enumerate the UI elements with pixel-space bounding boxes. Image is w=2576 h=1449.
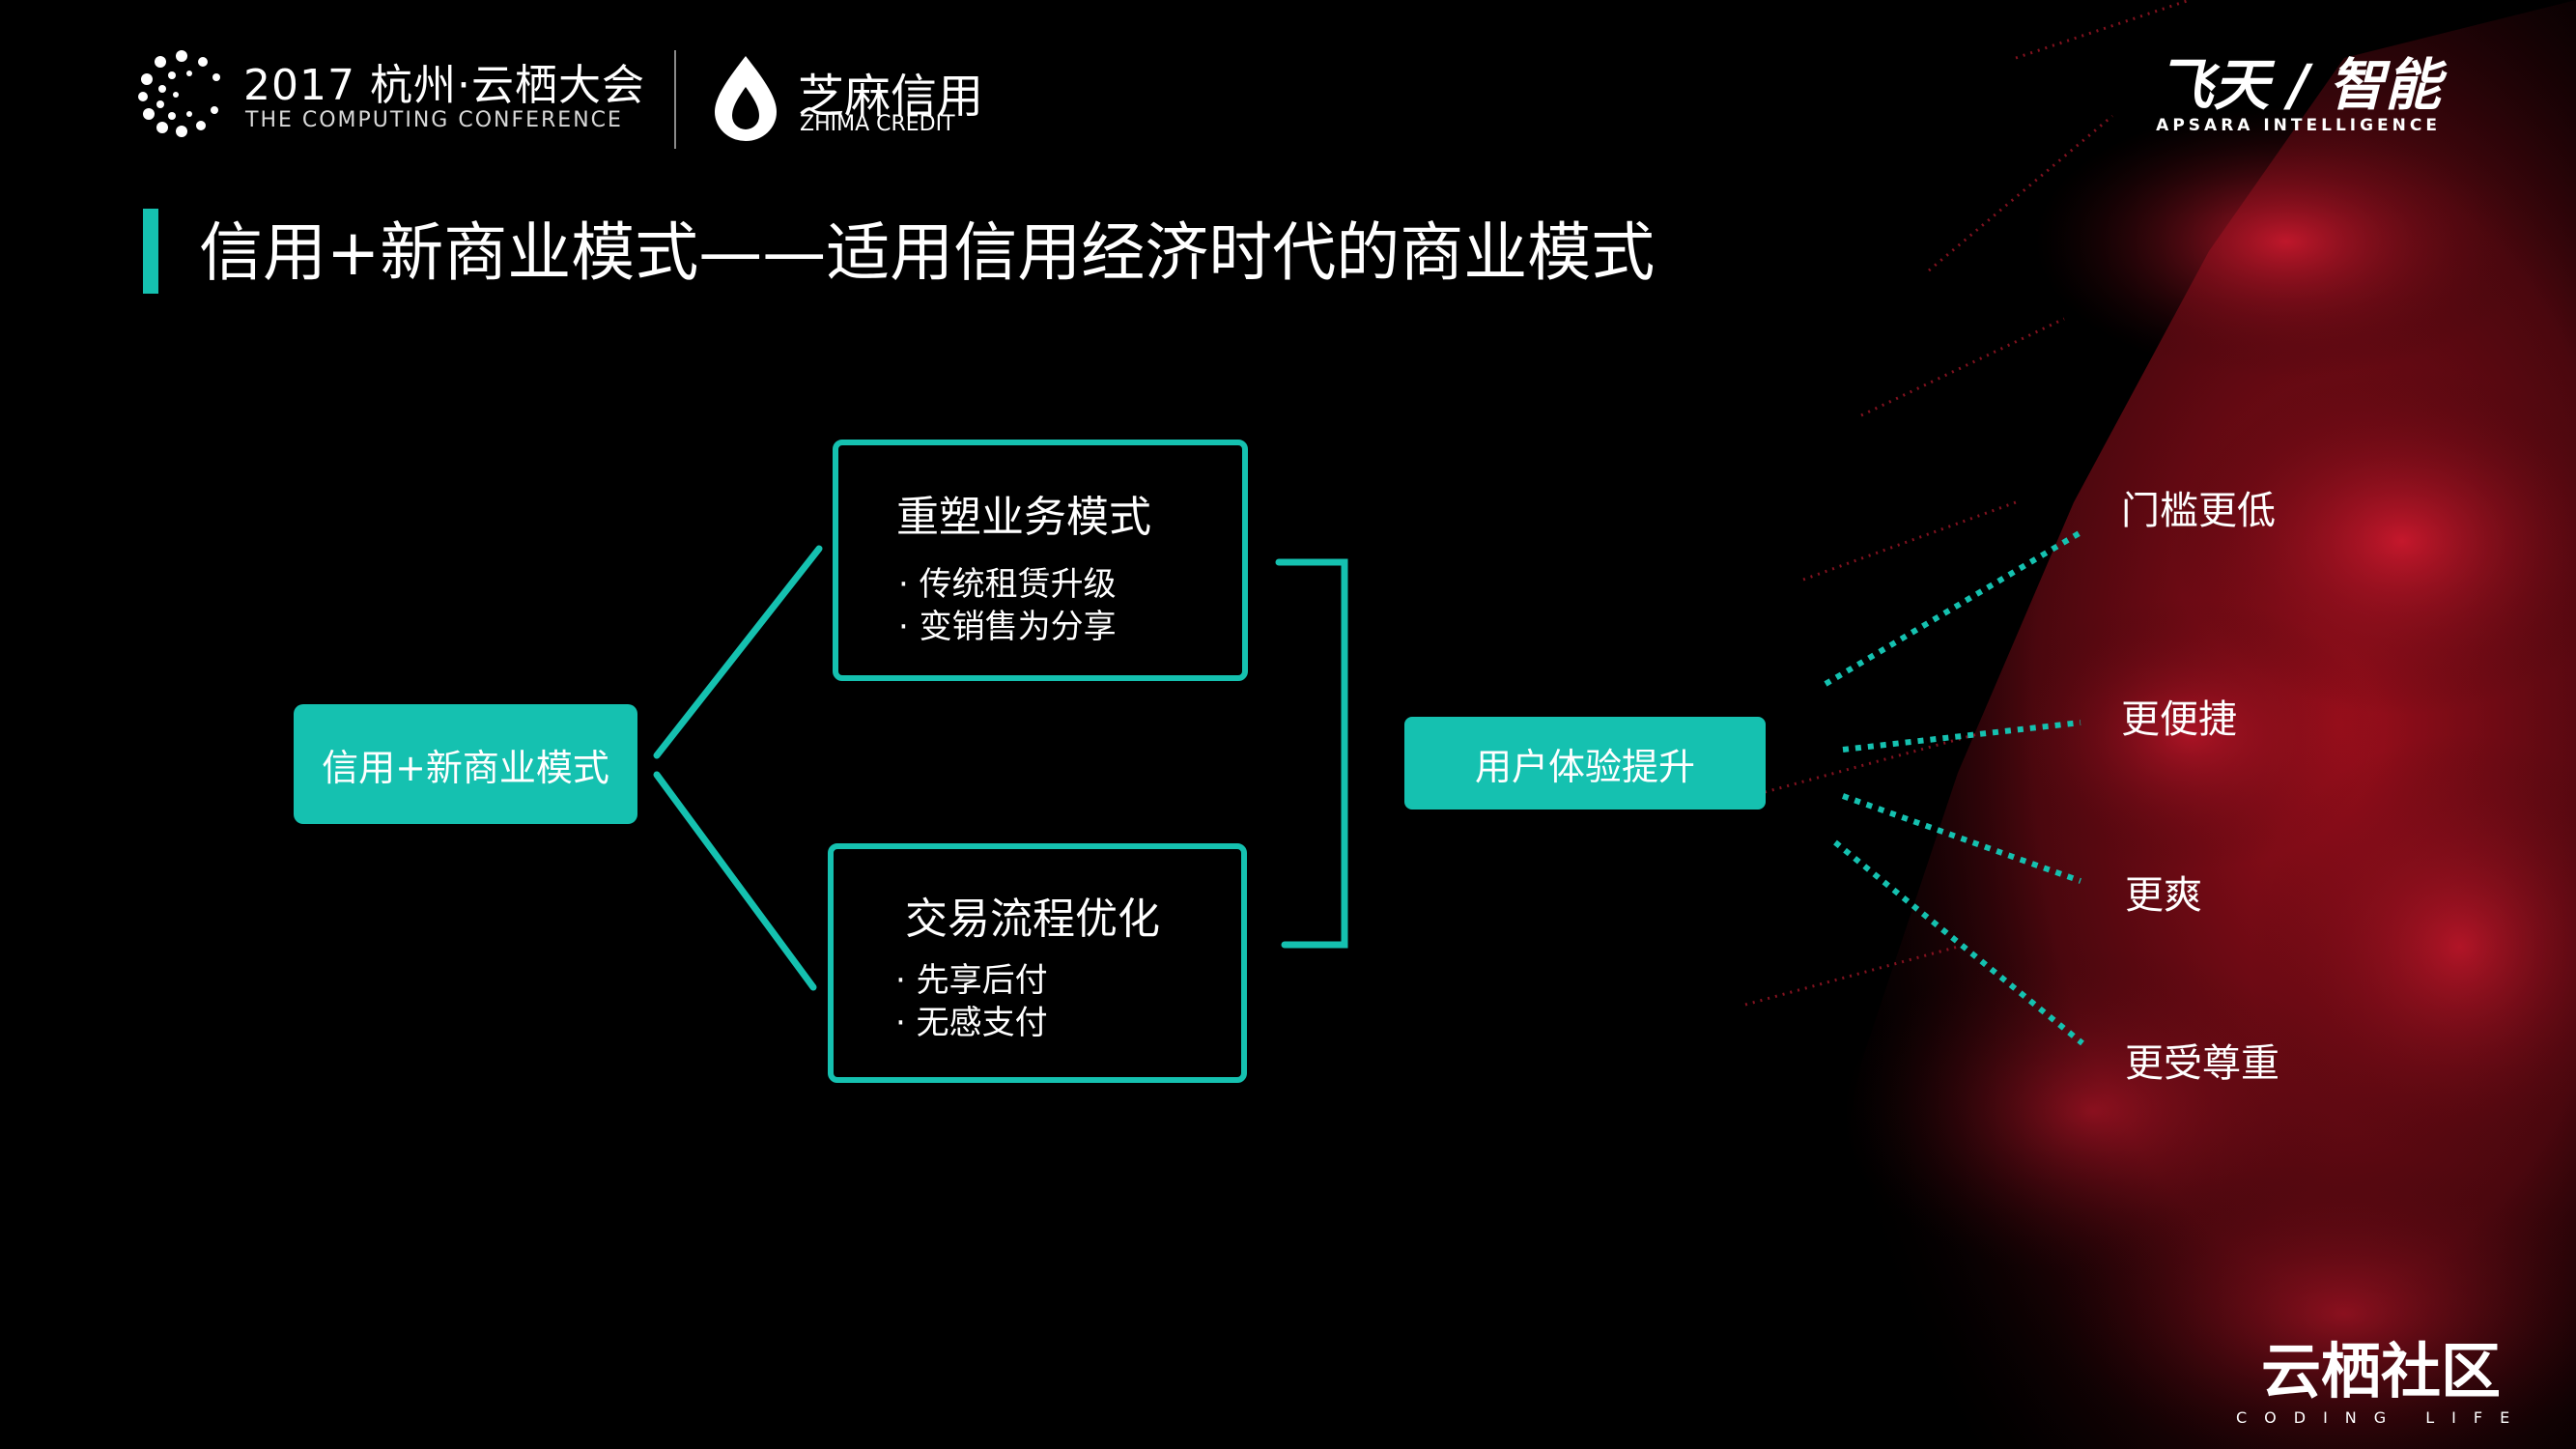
conference-ring-icon: [138, 50, 220, 137]
branch-title: 重塑业务模式: [896, 493, 1151, 542]
root-node: 信用+新商业模式: [294, 704, 637, 824]
dotted-line-benefit-1: [1824, 528, 2084, 687]
page-title: 信用+新商业模式——适用信用经济时代的商业模式: [199, 215, 1656, 290]
conference-logo: 2017 杭州·云栖大会 THE COMPUTING CONFERENCE: [135, 46, 676, 143]
title-accent-bar: [143, 209, 158, 294]
benefit-label: 更爽: [2125, 873, 2202, 918]
dotted-line-benefit-3: [1841, 793, 2082, 884]
yunqi-subtitle: CODING LIFE: [2236, 1408, 2528, 1427]
branch-item: · 先享后付: [895, 961, 1048, 1000]
benefit-label: 更受尊重: [2125, 1041, 2279, 1086]
yunqi-community-logo: 云栖社区 CODING LIFE: [2236, 1341, 2526, 1428]
benefit-label: 更便捷: [2121, 697, 2237, 742]
zhima-subtitle: ZHIMA CREDIT: [800, 112, 955, 136]
dotted-line-benefit-2: [1842, 720, 2081, 753]
branch-title: 交易流程优化: [905, 895, 1160, 944]
yunqi-title: 云栖社区: [2260, 1336, 2501, 1406]
zhima-title: 芝麻信用: [798, 70, 984, 124]
result-node: 用户体验提升: [1404, 717, 1766, 810]
apsara-logo: 飞天 / 智能 APSARA INTELLIGENCE: [2151, 54, 2441, 141]
apsara-subtitle: APSARA INTELLIGENCE: [2156, 116, 2441, 135]
branch-item: · 无感支付: [895, 1004, 1048, 1042]
connector-root-to-branch-2: [653, 771, 817, 991]
dotted-line-benefit-4: [1833, 839, 2084, 1046]
branch-item: · 变销售为分享: [898, 608, 1117, 646]
connector-root-to-branch-1: [653, 545, 823, 759]
branch-node-optimize: 交易流程优化 · 先享后付 · 无感支付: [828, 843, 1247, 1083]
conference-title: 2017 杭州·云栖大会: [243, 61, 645, 110]
branch-item: · 传统租赁升级: [898, 565, 1117, 604]
branch-node-reshape: 重塑业务模式 · 传统租赁升级 · 变销售为分享: [833, 440, 1248, 681]
benefit-label: 门槛更低: [2121, 489, 2276, 533]
particle-background: [1744, 0, 2576, 1449]
apsara-title: 飞天 / 智能: [2157, 52, 2441, 118]
zhima-drop-icon: [715, 56, 777, 141]
conference-subtitle: THE COMPUTING CONFERENCE: [245, 108, 623, 132]
bracket-merge: [1275, 558, 1348, 949]
zhima-logo: 芝麻信用 ZHIMA CREDIT: [711, 54, 1001, 147]
logo-divider: [674, 50, 676, 149]
